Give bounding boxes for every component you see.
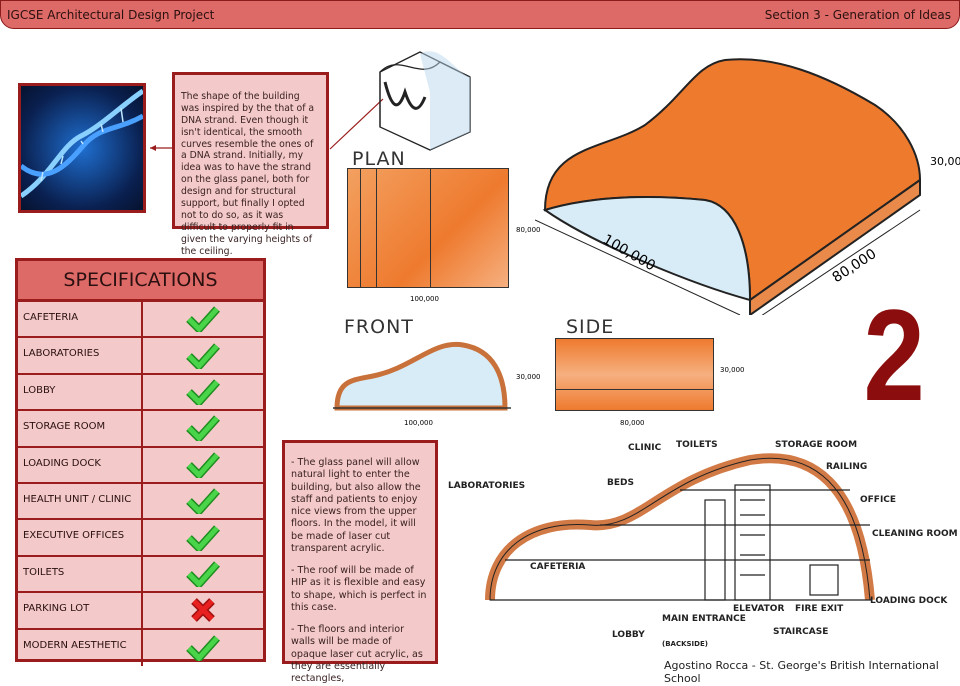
section-title: Section 3 - Generation of Ideas	[764, 8, 951, 22]
spec-label: PARKING LOT	[18, 593, 143, 628]
check-icon	[143, 484, 263, 518]
project-title: IGCSE Architectural Design Project	[7, 8, 215, 22]
section-label: CAFETERIA	[530, 562, 586, 572]
plan-drawing	[347, 168, 509, 288]
dna-note-box: The shape of the building was inspired b…	[172, 72, 329, 257]
check-icon	[143, 520, 263, 554]
cross-icon	[143, 593, 263, 627]
front-drawing	[333, 341, 511, 411]
front-height-dim: 30,000	[516, 373, 541, 381]
spec-row: LOADING DOCK	[18, 447, 263, 484]
section-label: TOILETS	[676, 440, 718, 450]
side-height-dim: 30,000	[720, 366, 745, 374]
section-label: OFFICE	[860, 495, 897, 505]
front-width-dim: 100,000	[404, 419, 433, 427]
spec-label: HEALTH UNIT / CLINIC	[18, 483, 143, 519]
check-icon	[143, 448, 263, 482]
spec-row: TOILETS	[18, 556, 263, 594]
spec-row: HEALTH UNIT / CLINIC	[18, 483, 263, 521]
check-icon	[143, 557, 263, 591]
spec-label: CAFETERIA	[18, 302, 143, 337]
side-drawing	[555, 338, 714, 411]
section-drawing	[485, 453, 875, 601]
section-label: CLEANING ROOM	[872, 529, 958, 539]
small-iso-sketch	[379, 51, 471, 151]
spec-row: LABORATORIES	[18, 338, 263, 375]
spec-label: EXECUTIVE OFFICES	[18, 520, 143, 555]
section-label: LOBBY	[612, 630, 645, 640]
spec-row: STORAGE ROOM	[18, 411, 263, 448]
plan-label: PLAN	[352, 148, 406, 170]
iso-height-dim: 30,000	[930, 155, 960, 168]
materials-note-box: - The glass panel will allow natural lig…	[282, 440, 438, 684]
plan-depth-dim: 80,000	[516, 226, 541, 234]
isometric-drawing	[535, 58, 922, 315]
spec-label: LABORATORIES	[18, 338, 143, 373]
spec-row: EXECUTIVE OFFICES	[18, 520, 263, 557]
page-number: 2	[863, 282, 925, 428]
plan-width-dim: 100,000	[410, 295, 439, 303]
check-icon	[143, 375, 263, 409]
spec-label: STORAGE ROOM	[18, 411, 143, 446]
spec-row: PARKING LOT	[18, 593, 263, 630]
materials-floors: - The floors and interior walls will be …	[291, 624, 423, 685]
spec-row: LOBBY	[18, 374, 263, 412]
side-width-dim: 80,000	[620, 419, 645, 427]
spec-row: CAFETERIA	[18, 302, 263, 339]
section-label: (BACKSIDE)	[662, 640, 708, 648]
dna-note-text: The shape of the building was inspired b…	[181, 91, 315, 257]
section-label: LOADING DOCK	[870, 596, 948, 606]
spec-row: MODERN AESTHETIC	[18, 629, 263, 666]
section-label: STORAGE ROOM	[775, 440, 858, 450]
front-label: FRONT	[344, 316, 414, 338]
side-label: SIDE	[566, 316, 615, 338]
specifications-title: SPECIFICATIONS	[18, 261, 263, 302]
section-label: CLINIC	[628, 443, 662, 453]
check-icon	[143, 411, 263, 445]
header-bar: IGCSE Architectural Design Project Secti…	[0, 0, 960, 29]
section-label: ELEVATOR	[733, 604, 785, 614]
section-label: MAIN ENTRANCE	[662, 614, 746, 624]
section-label: LABORATORIES	[448, 481, 526, 491]
check-icon	[143, 302, 263, 336]
footer-credit: Agostino Rocca - St. George's British In…	[664, 659, 939, 685]
check-icon	[143, 630, 263, 666]
materials-roof: - The roof will be made of HIP as it is …	[291, 565, 427, 613]
section-label: RAILING	[826, 462, 868, 472]
section-label: STAIRCASE	[773, 627, 829, 637]
materials-glass: - The glass panel will allow natural lig…	[291, 457, 421, 554]
check-icon	[143, 338, 263, 372]
section-label: FIRE EXIT	[795, 604, 844, 614]
spec-label: LOBBY	[18, 374, 143, 410]
spec-label: TOILETS	[18, 556, 143, 592]
spec-label: LOADING DOCK	[18, 447, 143, 482]
section-label: BEDS	[607, 478, 634, 488]
spec-label: MODERN AESTHETIC	[18, 629, 143, 666]
dna-image	[18, 83, 146, 213]
